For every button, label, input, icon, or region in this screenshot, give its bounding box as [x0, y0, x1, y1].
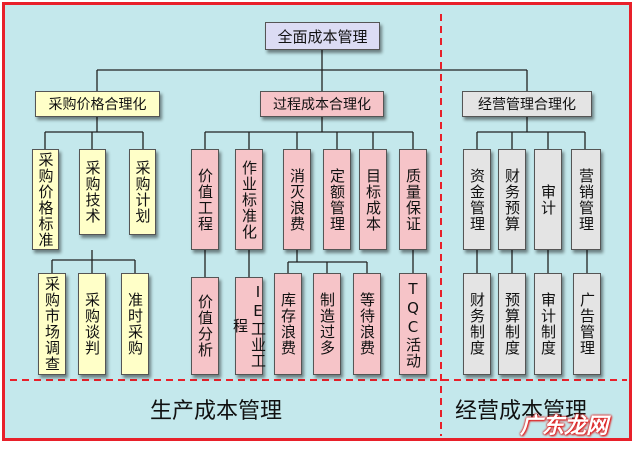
node-marketing-management: 营销管理 [571, 149, 601, 250]
watermark-logo: 广东龙网 [520, 414, 609, 439]
node-quality-assurance: 质量保证 [399, 149, 427, 250]
node-industrial-engineering: IE工业工程 [231, 277, 267, 375]
root-node: 全面成本管理 [265, 22, 380, 50]
label-production-cost-management: 生产成本管理 [150, 399, 283, 424]
node-audit-system: 审计制度 [534, 273, 562, 375]
node-advertising-management: 广告管理 [573, 273, 601, 375]
branch-process-cost: 过程成本合理化 [260, 91, 384, 117]
node-financial-system: 财务制度 [463, 273, 491, 375]
node-budget-system: 预算制度 [498, 273, 526, 375]
branch-purchase-price: 采购价格合理化 [35, 91, 160, 117]
node-jit-purchase: 准时采购 [121, 273, 149, 375]
node-overproduction: 制造过多 [313, 273, 341, 375]
node-fund-management: 资金管理 [463, 149, 491, 250]
node-purchase-market-survey: 采购市场调查 [38, 273, 66, 375]
node-value-engineering: 价值工程 [191, 149, 219, 250]
node-purchase-technique: 采购技术 [79, 149, 106, 235]
node-tqc-activity: TQC活动 [399, 273, 427, 375]
node-purchase-price-standard: 采购价格标准 [32, 149, 59, 250]
node-waiting-waste: 等待浪费 [353, 273, 381, 375]
label-business-cost-management: 经营成本管理 [455, 399, 588, 424]
node-audit: 审计 [534, 149, 562, 250]
node-eliminate-waste: 消灭浪费 [283, 149, 311, 250]
node-purchase-negotiation: 采购谈判 [78, 273, 106, 375]
node-value-analysis: 价值分析 [191, 277, 219, 375]
branch-business-management: 经营管理合理化 [462, 91, 592, 117]
node-target-cost: 目标成本 [359, 149, 387, 250]
node-quota-management: 定额管理 [323, 149, 351, 250]
node-purchase-plan: 采购计划 [129, 149, 156, 235]
node-inventory-waste: 库存浪费 [274, 273, 302, 375]
node-financial-budget: 财务预算 [498, 149, 526, 250]
node-operation-standardization: 作业标准化 [235, 149, 263, 250]
